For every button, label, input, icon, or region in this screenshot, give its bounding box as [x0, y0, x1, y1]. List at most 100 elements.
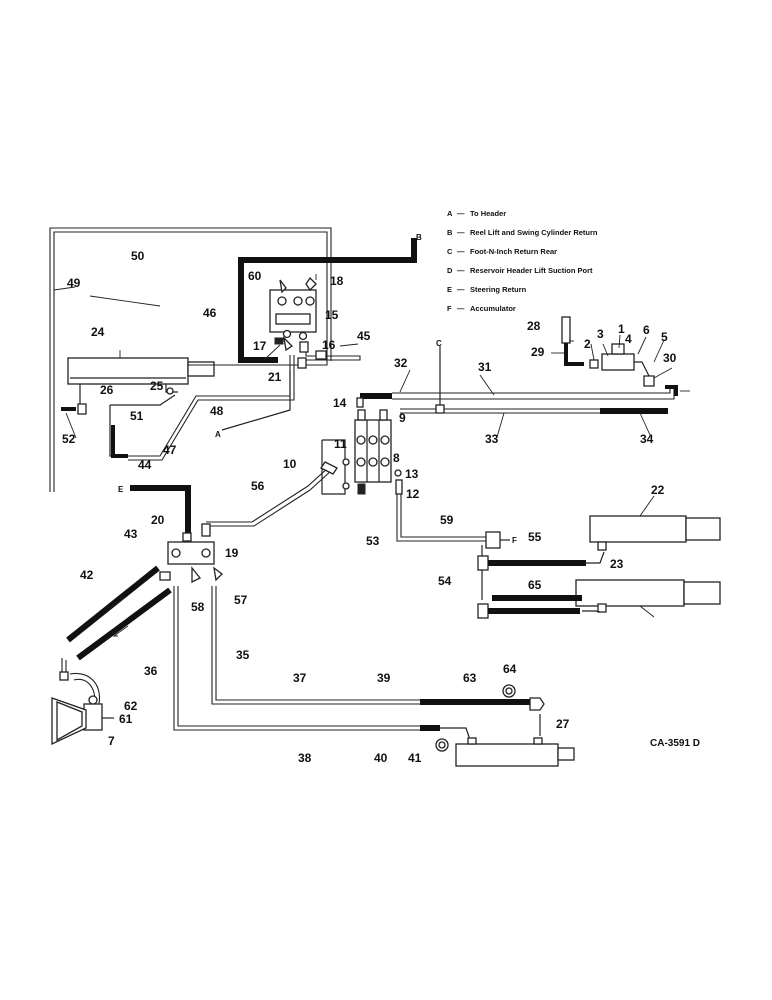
callout-34: 34	[640, 432, 654, 446]
callout-50: 50	[131, 249, 145, 263]
callout-65: 65	[528, 578, 542, 592]
callout-29: 29	[531, 345, 545, 359]
callout-57: 57	[234, 593, 248, 607]
legend-item-e: E — Steering Return	[447, 285, 527, 294]
callout-17: 17	[253, 339, 267, 353]
legend-text-e: Steering Return	[470, 285, 527, 294]
legend-key-c: C	[447, 247, 453, 256]
tank-27	[455, 743, 559, 767]
callout-63: 63	[463, 671, 477, 685]
legend-item-a: A — To Header	[447, 209, 506, 218]
cylinder-hoses	[477, 551, 605, 619]
letter-f: F	[512, 536, 517, 545]
callout-36: 36	[144, 664, 158, 678]
callout-12: 12	[406, 487, 420, 501]
callout-54: 54	[438, 574, 452, 588]
svg-text:—: —	[457, 247, 465, 256]
callout-16: 16	[322, 338, 336, 352]
callout-33: 33	[485, 432, 499, 446]
rear-lines	[360, 346, 678, 414]
letter-a: A	[215, 430, 221, 439]
legend-item-b: B — Reel Lift and Swing Cylinder Return	[447, 228, 598, 237]
callout-53: 53	[366, 534, 380, 548]
callout-58: 58	[191, 600, 205, 614]
callout-52: 52	[62, 432, 76, 446]
callout-31: 31	[478, 360, 492, 374]
steering-valve-block	[159, 523, 223, 584]
callout-28: 28	[527, 319, 541, 333]
callout-37: 37	[293, 671, 307, 685]
hose-44	[130, 485, 191, 538]
cylinder-22-lower	[575, 579, 685, 607]
callout-51: 51	[130, 409, 144, 423]
control-valve-15	[269, 276, 361, 369]
callout-14: 14	[333, 396, 347, 410]
callout-39: 39	[377, 671, 391, 685]
callout-55: 55	[528, 530, 542, 544]
callout-24: 24	[91, 325, 105, 339]
steering-unit	[51, 658, 114, 746]
callout-9: 9	[399, 411, 406, 425]
svg-text:—: —	[457, 209, 465, 218]
callout-44: 44	[138, 458, 152, 472]
letter-c: C	[436, 339, 442, 348]
callout-48: 48	[210, 404, 224, 418]
callout-62: 62	[124, 699, 138, 713]
callout-41: 41	[408, 751, 422, 765]
callout-40: 40	[374, 751, 388, 765]
legend-item-c: C — Foot-N-Inch Return Rear	[447, 247, 557, 256]
drawing-code: CA-3591 D	[650, 738, 700, 749]
callout-26: 26	[100, 383, 114, 397]
letter-b: B	[416, 233, 422, 242]
cylinder-22-upper	[589, 515, 687, 543]
letter-e: E	[118, 485, 124, 494]
callout-49: 49	[67, 276, 81, 290]
reservoir-assembly	[49, 227, 332, 492]
callout-25: 25	[150, 379, 164, 393]
legend-text-f: Accumulator	[470, 304, 516, 313]
reservoir-tank	[67, 357, 189, 385]
hose-42-lower	[76, 587, 172, 661]
callout-13: 13	[405, 467, 419, 481]
legend-key-d: D	[447, 266, 453, 275]
svg-text:—: —	[457, 266, 465, 275]
hose-52-lower	[111, 425, 128, 458]
valve-body-15	[269, 289, 317, 333]
callout-18: 18	[330, 274, 344, 288]
callout-45: 45	[357, 329, 371, 343]
callout-10: 10	[283, 457, 297, 471]
callout-43: 43	[124, 527, 138, 541]
legend-text-a: To Header	[470, 209, 506, 218]
callout-64: 64	[503, 662, 517, 676]
callout-56: 56	[251, 479, 265, 493]
callout-6: 6	[643, 323, 650, 337]
svg-text:—: —	[457, 228, 465, 237]
callout-2: 2	[584, 337, 591, 351]
leader-lines	[53, 274, 690, 618]
legend-key-a: A	[447, 209, 453, 218]
legend-text-b: Reel Lift and Swing Cylinder Return	[470, 228, 598, 237]
callout-11: 11	[334, 437, 347, 451]
hose-46	[238, 238, 417, 363]
callout-60: 60	[248, 269, 262, 283]
callout-23: 23	[610, 557, 624, 571]
callout-30: 30	[663, 351, 677, 365]
valve-block-19	[167, 541, 215, 565]
callout-21: 21	[268, 370, 282, 384]
callout-27: 27	[556, 717, 570, 731]
legend-key-b: B	[447, 228, 453, 237]
callout-20: 20	[151, 513, 165, 527]
callout-1: 1	[618, 322, 625, 336]
hose-32-right	[665, 385, 678, 396]
legend: A — To Header B — Reel Lift and Swing Cy…	[447, 209, 598, 313]
callout-3: 3	[597, 327, 604, 341]
foot-n-inch-valve	[561, 316, 655, 387]
reservoir-27	[455, 714, 575, 767]
callout-7: 7	[108, 734, 115, 748]
callout-22: 22	[651, 483, 665, 497]
reservoir-neck	[187, 361, 215, 377]
legend-text-d: Reservoir Header Lift Suction Port	[470, 266, 593, 275]
legend-key-f: F	[447, 304, 452, 313]
steering-column	[83, 703, 103, 731]
